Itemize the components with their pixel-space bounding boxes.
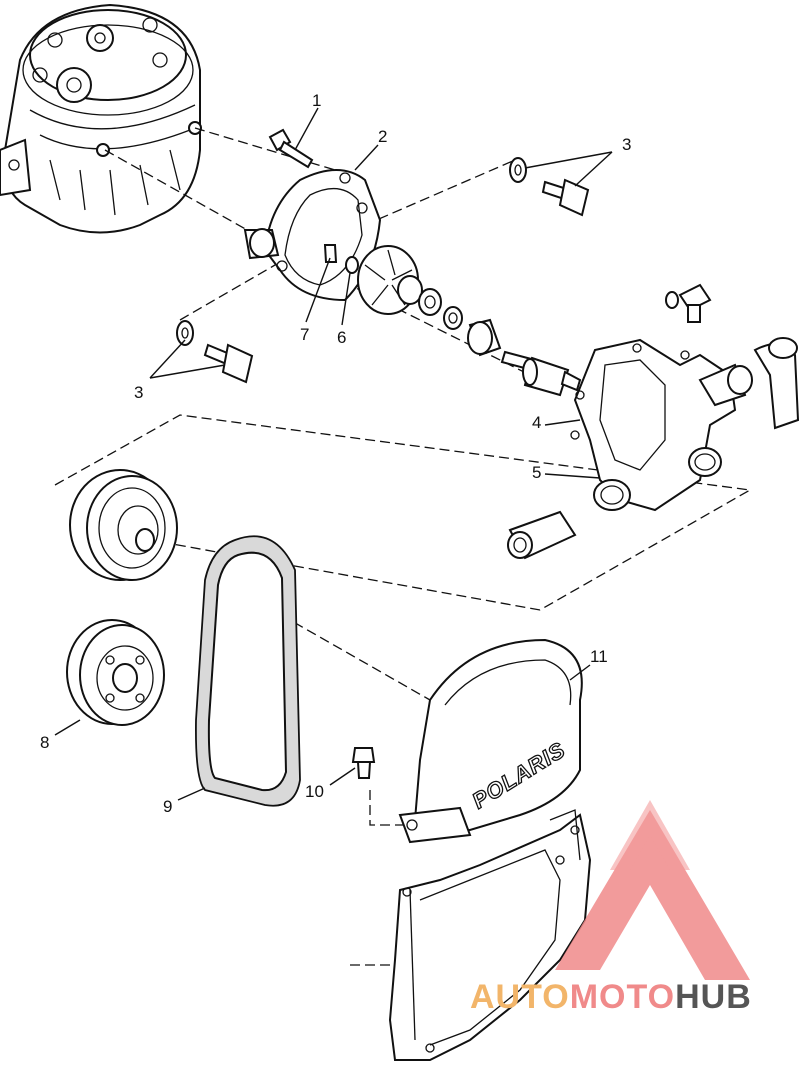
callout-4: 4 (532, 413, 541, 432)
bolt-10-part (351, 747, 376, 779)
pump-shaft-part (500, 350, 582, 397)
bolt-1-part (268, 128, 314, 169)
callout-5: 5 (532, 463, 541, 482)
leader-lines (54, 107, 613, 801)
callout-3-upper: 3 (622, 135, 631, 154)
watermark-logo (555, 800, 750, 980)
bolt-3-lower-part (176, 320, 254, 384)
callout-10: 10 (305, 782, 324, 801)
watermark-part-hub: HUB (675, 978, 752, 1016)
washer-6-part (345, 256, 359, 274)
callout-9: 9 (163, 797, 172, 816)
callout-2: 2 (378, 127, 387, 146)
impeller-part (357, 245, 423, 315)
engine-frame-part (388, 809, 592, 1061)
callout-11: 11 (590, 647, 608, 666)
callout-6: 6 (337, 328, 346, 347)
watermark-part-auto: AUTO (470, 978, 570, 1016)
callout-labels: 1 2 3 3 4 5 6 7 8 9 10 11 (40, 91, 631, 816)
pin-7-part (323, 244, 338, 263)
callout-8: 8 (40, 733, 49, 752)
hose-elbow-part (753, 337, 800, 430)
sleeve-tube-part (507, 510, 577, 560)
water-pump-housing-part (570, 338, 753, 512)
callout-1: 1 (312, 91, 321, 110)
callout-7: 7 (300, 325, 309, 344)
callout-3-lower: 3 (134, 383, 143, 402)
watermark-text: AUTOMOTOHUB (470, 978, 752, 1028)
drive-belt-9-part (195, 535, 301, 807)
upper-pulley-part (69, 469, 178, 581)
engine-cylinder-part (0, 3, 202, 234)
seal-parts (418, 288, 502, 357)
bolt-3-upper-part (509, 157, 590, 217)
drive-pulley-8-part (66, 619, 165, 726)
fitting-elbow-part (665, 283, 712, 323)
belt-cover-11-part: POLARIS (398, 638, 583, 844)
watermark-part-moto: MOTO (569, 978, 676, 1016)
